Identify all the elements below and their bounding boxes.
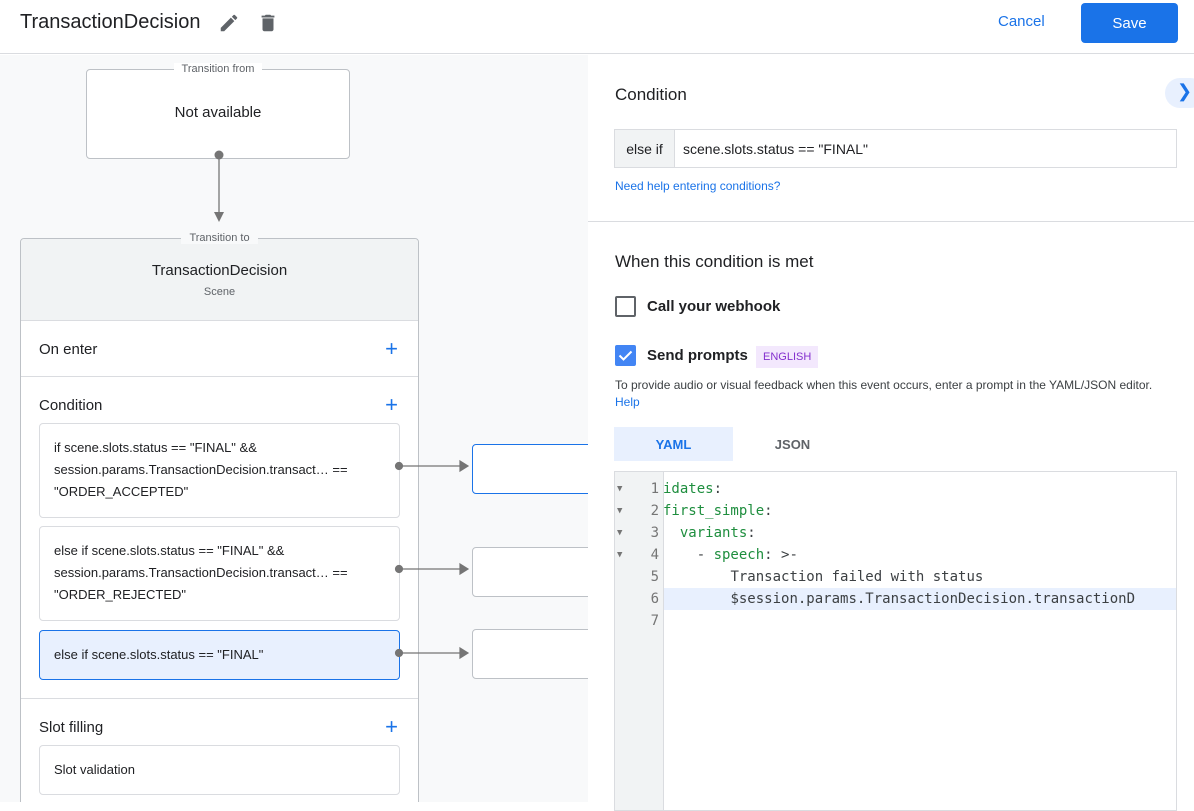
cancel-button[interactable]: Cancel — [998, 13, 1045, 30]
tab-json[interactable]: JSON — [774, 436, 811, 452]
line-number: 4 — [650, 547, 659, 563]
on-enter-label: On enter — [39, 341, 98, 358]
webhook-checkbox[interactable] — [615, 296, 636, 317]
line-number: 3 — [650, 525, 659, 541]
condition-card[interactable]: if scene.slots.status == "FINAL" && sess… — [39, 423, 400, 518]
condition-panel: ❯ Condition else if scene.slots.status =… — [588, 55, 1194, 811]
condition-input[interactable]: scene.slots.status == "FINAL" — [683, 140, 869, 157]
slot-filling-section: Slot filling + Slot validation — [21, 698, 418, 802]
send-prompts-checkbox[interactable] — [615, 345, 636, 366]
code-line: 7 — [615, 610, 1176, 632]
webhook-label: Call your webhook — [647, 298, 781, 315]
condition-label: Condition — [39, 397, 103, 414]
line-number: 7 — [650, 613, 659, 629]
transition-arrow — [214, 150, 224, 222]
fold-icon[interactable]: ▼ — [617, 506, 623, 516]
trash-icon[interactable] — [257, 11, 279, 35]
line-number: 2 — [650, 503, 659, 519]
save-button[interactable]: Save — [1081, 3, 1178, 43]
page-title: TransactionDecision — [20, 11, 201, 33]
add-on-enter-button[interactable]: + — [385, 336, 398, 361]
add-slot-button[interactable]: + — [385, 714, 398, 739]
send-prompts-label: Send prompts — [647, 347, 748, 364]
fold-icon[interactable]: ▼ — [617, 550, 623, 560]
line-number: 6 — [650, 591, 659, 607]
transition-to-label: Transition to — [181, 232, 258, 244]
condition-card-selected[interactable]: else if scene.slots.status == "FINAL" — [39, 630, 400, 680]
add-condition-button[interactable]: + — [385, 392, 398, 417]
condition-section: Condition + if scene.slots.status == "FI… — [21, 376, 418, 698]
line-number: 5 — [650, 569, 659, 585]
condition-connectors — [394, 459, 470, 660]
slot-filling-label: Slot filling — [39, 719, 104, 736]
pencil-icon[interactable] — [218, 12, 240, 34]
divider — [588, 221, 1194, 222]
header: TransactionDecision Cancel Save — [0, 0, 1194, 54]
transition-from-label: Transition from — [173, 63, 263, 75]
language-badge: ENGLISH — [756, 346, 819, 368]
code-line: ▼4 - speech: >- — [615, 544, 1176, 566]
condition-title: Condition — [615, 85, 687, 104]
line-number: 1 — [650, 481, 659, 497]
check-icon — [618, 350, 633, 361]
code-line: ▼3 variants: — [615, 522, 1176, 544]
on-enter-section: On enter + — [21, 320, 418, 376]
transition-from-card: Transition from Not available — [86, 63, 350, 159]
scene-name: TransactionDecision — [151, 262, 288, 279]
condition-card[interactable]: else if scene.slots.status == "FINAL" &&… — [39, 526, 400, 621]
transition-target[interactable] — [472, 629, 588, 679]
slot-validation-card[interactable]: Slot validation — [39, 745, 400, 795]
tab-yaml[interactable]: YAML — [614, 427, 733, 461]
prompt-description: To provide audio or visual feedback when… — [615, 378, 1153, 392]
code-line: 5 Transaction failed with status — [615, 566, 1176, 588]
condition-prefix: else if — [615, 130, 675, 167]
code-line: 6 $session.params.TransactionDecision.tr… — [615, 588, 1176, 610]
collapse-panel-button[interactable]: ❯ — [1165, 78, 1194, 108]
transition-from-value: Not available — [174, 104, 262, 121]
fold-icon[interactable]: ▼ — [617, 528, 623, 538]
met-title: When this condition is met — [615, 252, 814, 271]
condition-input-group: else if scene.slots.status == "FINAL" — [614, 129, 1177, 168]
transition-target[interactable] — [472, 444, 588, 494]
chevron-right-icon: ❯ — [1177, 81, 1193, 101]
scene-card: Transition to TransactionDecision Scene … — [20, 232, 419, 802]
fold-icon[interactable]: ▼ — [617, 484, 623, 494]
transition-target[interactable] — [472, 547, 588, 597]
flow-canvas: Transition from Not available Transition… — [0, 55, 588, 802]
help-conditions-link[interactable]: Need help entering conditions? — [615, 179, 781, 193]
help-link[interactable]: Help — [615, 395, 640, 409]
scene-type: Scene — [203, 286, 236, 298]
